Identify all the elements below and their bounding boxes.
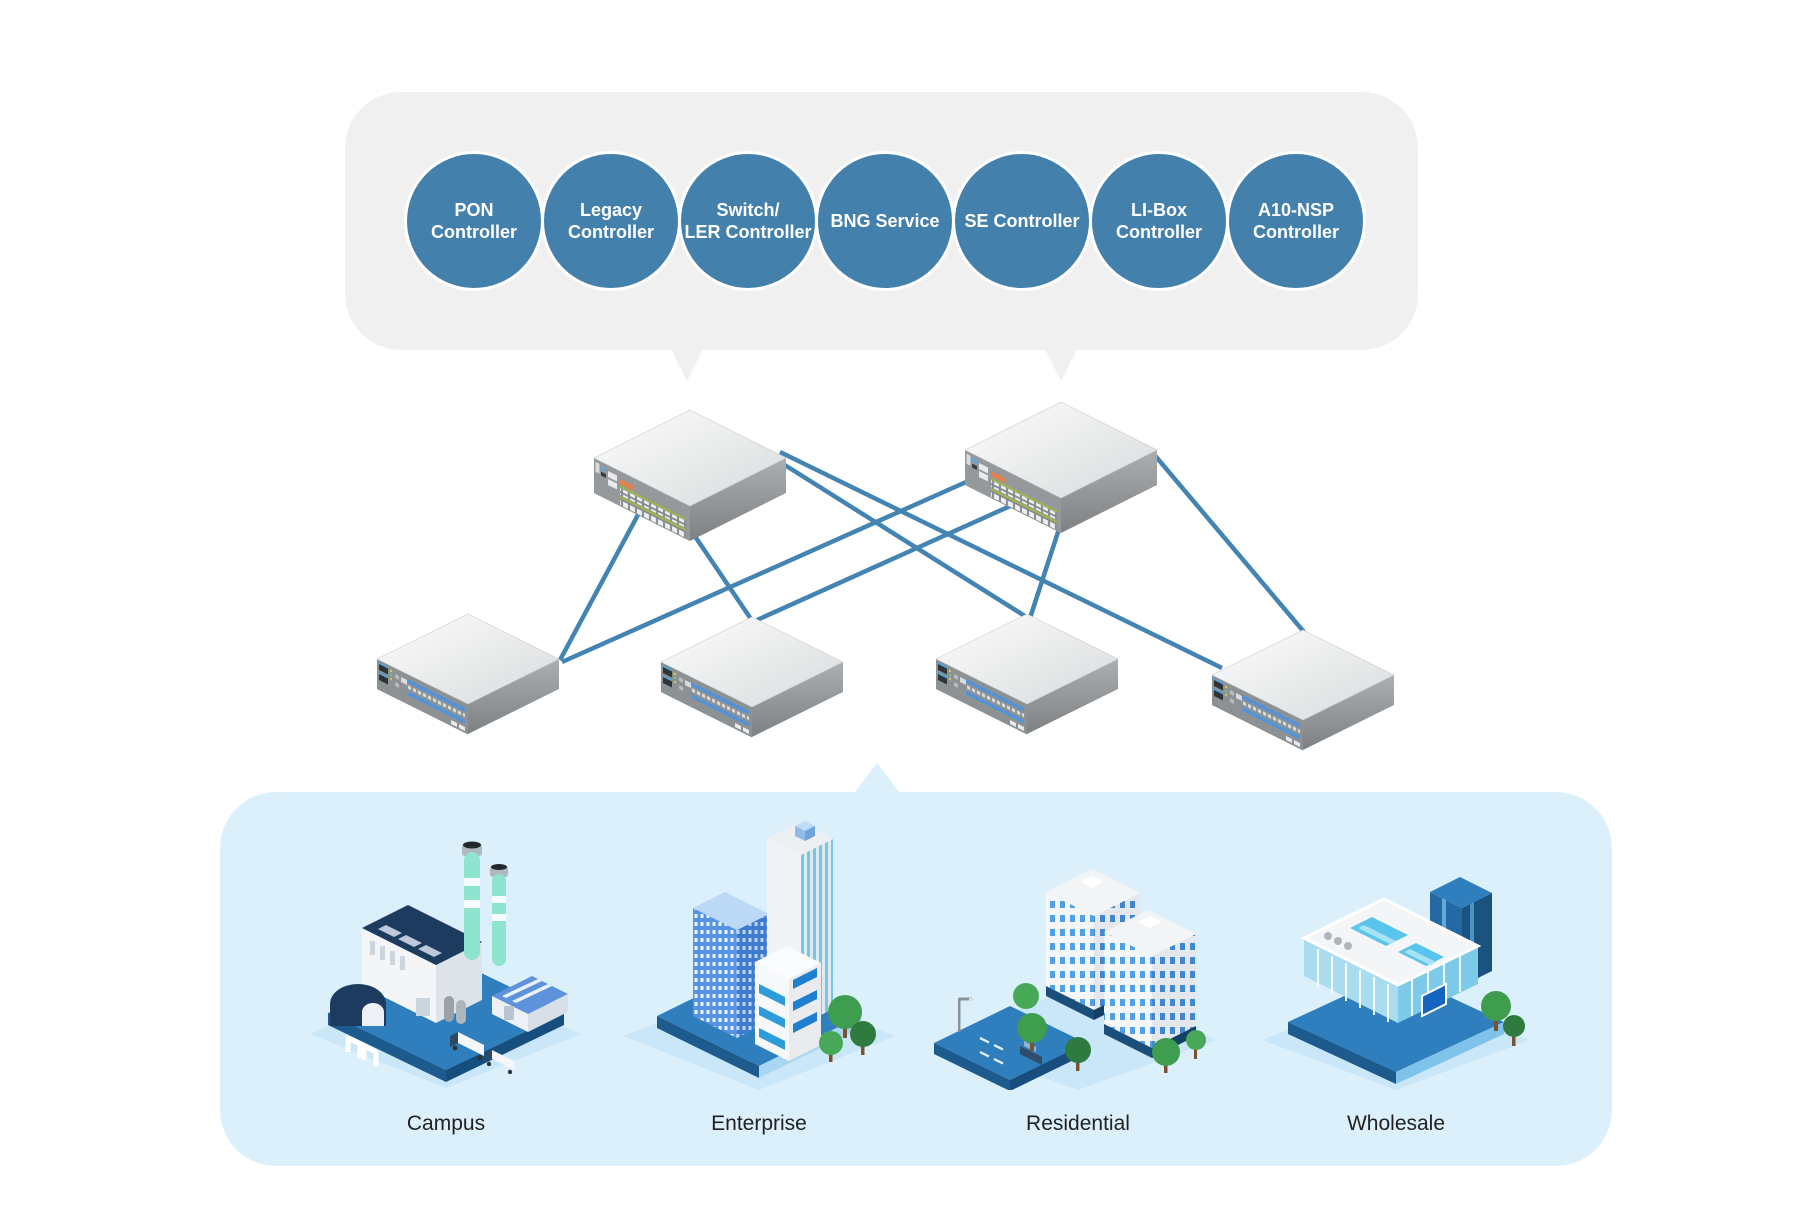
- spine-switch-2: [961, 400, 1161, 560]
- campus-hangar: [330, 984, 386, 1026]
- campus-pipes: [345, 1033, 379, 1066]
- controller-se: SE Controller: [952, 151, 1092, 291]
- leaf-switch-3: [932, 612, 1122, 744]
- access-panel: Campus Enterprise Residential Wholesale: [220, 792, 1612, 1166]
- link-spine2-leaf4: [1150, 450, 1306, 634]
- residential-parking: [934, 997, 1086, 1090]
- campus-trucks: [450, 1032, 514, 1075]
- enterprise-illustration: [623, 821, 895, 1090]
- residential-trees: [1013, 983, 1206, 1073]
- enterprise-chevron-building: [755, 946, 821, 1061]
- spine-switch-1: [590, 408, 790, 568]
- controller-bng-service-label: BNG Service: [830, 210, 940, 231]
- controller-pon-label: PON Controller: [430, 199, 517, 243]
- factory-chimneys: [444, 841, 508, 1024]
- controller-bng-service: BNG Service: [815, 151, 955, 291]
- campus-warehouse: [492, 976, 568, 1032]
- wholesale-trees: [1481, 991, 1525, 1046]
- controller-switch-ler-label: Switch/ LER Controller: [684, 199, 812, 243]
- wholesale-illustration: [1262, 877, 1530, 1090]
- residential-illustration: [934, 869, 1216, 1090]
- controller-switch-ler: Switch/ LER Controller: [678, 151, 818, 291]
- segment-label-residential: Residential: [1026, 1112, 1130, 1135]
- leaf-switch-2: [657, 615, 847, 747]
- campus-illustration: [310, 841, 582, 1088]
- controller-a10-nsp-label: A10-NSP Controller: [1252, 199, 1339, 243]
- controllers-panel-tail-right: [1045, 349, 1077, 381]
- enterprise-trees: [819, 995, 876, 1062]
- controller-legacy: Legacy Controller: [541, 151, 681, 291]
- segment-label-wholesale: Wholesale: [1346, 1112, 1446, 1135]
- controller-legacy-label: Legacy Controller: [567, 199, 654, 243]
- wholesale-showroom: [1300, 897, 1482, 1023]
- segment-label-enterprise: Enterprise: [711, 1112, 807, 1135]
- controller-li-box-label: LI-Box Controller: [1115, 199, 1202, 243]
- controller-pon: PON Controller: [404, 151, 544, 291]
- residential-building-b: [1104, 910, 1196, 1058]
- controller-a10-nsp: A10-NSP Controller: [1226, 151, 1366, 291]
- controller-li-box: LI-Box Controller: [1089, 151, 1229, 291]
- access-panel-tail: [854, 763, 900, 793]
- segment-label-campus: Campus: [406, 1112, 486, 1135]
- controllers-panel-tail-left: [671, 349, 703, 381]
- leaf-switch-1: [373, 612, 563, 744]
- controller-se-label: SE Controller: [964, 210, 1080, 231]
- controllers-panel: PON Controller Legacy Controller Switch/…: [345, 92, 1418, 350]
- leaf-switch-4: [1208, 628, 1398, 760]
